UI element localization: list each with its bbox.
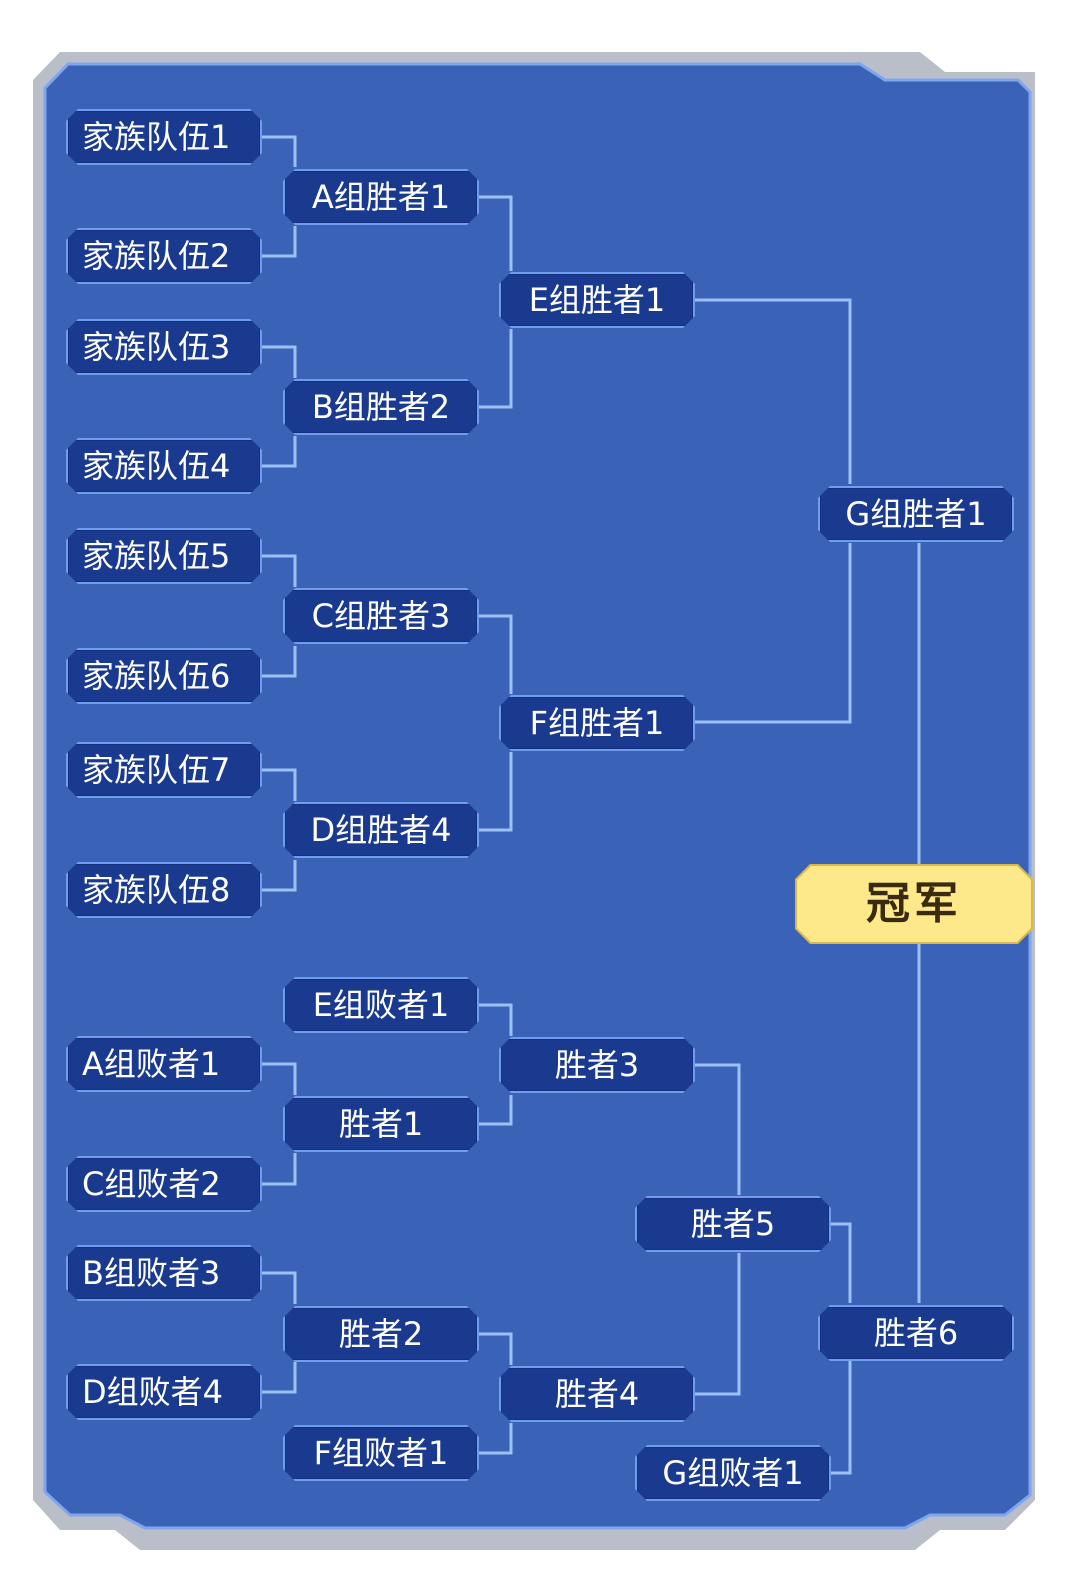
group-b-winner: B组胜者2 [283, 379, 479, 435]
team-6: 家族队伍6 [66, 648, 262, 704]
team-8: 家族队伍8 [66, 862, 262, 918]
connector [478, 1423, 513, 1455]
connector [694, 1253, 741, 1396]
connector [478, 1095, 513, 1126]
group-f-winner: F组胜者1 [499, 695, 695, 751]
winner-2: 胜者2 [283, 1306, 479, 1362]
champion-box: 冠军 [797, 866, 1031, 942]
group-d-winner: D组胜者4 [283, 802, 479, 858]
connector [694, 543, 852, 724]
connector-lines [260, 135, 921, 1475]
team-4: 家族队伍4 [66, 438, 262, 494]
winner-3: 胜者3 [499, 1037, 695, 1093]
group-a-winner: A组胜者1 [283, 169, 479, 225]
group-f-loser: F组败者1 [283, 1425, 479, 1481]
winner-4: 胜者4 [499, 1366, 695, 1422]
team-3: 家族队伍3 [66, 319, 262, 375]
connector [260, 226, 297, 258]
group-c-loser: C组败者2 [66, 1156, 262, 1212]
connector [260, 1153, 297, 1186]
connector [478, 614, 513, 694]
connector [694, 298, 852, 484]
connector [260, 1362, 297, 1394]
connector [260, 554, 297, 587]
connector [260, 1271, 297, 1304]
connector [830, 1361, 852, 1475]
connector [478, 1332, 513, 1365]
connector [478, 195, 513, 271]
connector [260, 345, 297, 378]
connector [260, 768, 297, 801]
connector [478, 329, 513, 409]
group-e-loser: E组败者1 [283, 977, 479, 1033]
group-e-winner: E组胜者1 [499, 272, 695, 328]
connector [830, 1222, 852, 1303]
team-1: 家族队伍1 [66, 109, 262, 165]
group-g-winner: G组胜者1 [818, 486, 1014, 542]
group-c-winner: C组胜者3 [283, 588, 479, 644]
winner-1: 胜者1 [283, 1096, 479, 1152]
team-5: 家族队伍5 [66, 528, 262, 584]
connector [260, 436, 297, 468]
connector [260, 646, 297, 678]
connector [260, 860, 297, 892]
group-a-loser: A组败者1 [66, 1036, 262, 1092]
connector [260, 1062, 297, 1095]
winner-5: 胜者5 [635, 1196, 831, 1252]
connector [694, 1063, 741, 1195]
team-7: 家族队伍7 [66, 742, 262, 798]
team-2: 家族队伍2 [66, 228, 262, 284]
group-g-loser: G组败者1 [635, 1445, 831, 1501]
connector [260, 135, 297, 167]
connector [478, 752, 513, 832]
group-d-loser: D组败者4 [66, 1364, 262, 1420]
winner-6: 胜者6 [818, 1305, 1014, 1361]
group-b-loser: B组败者3 [66, 1245, 262, 1301]
connector [478, 1003, 513, 1036]
